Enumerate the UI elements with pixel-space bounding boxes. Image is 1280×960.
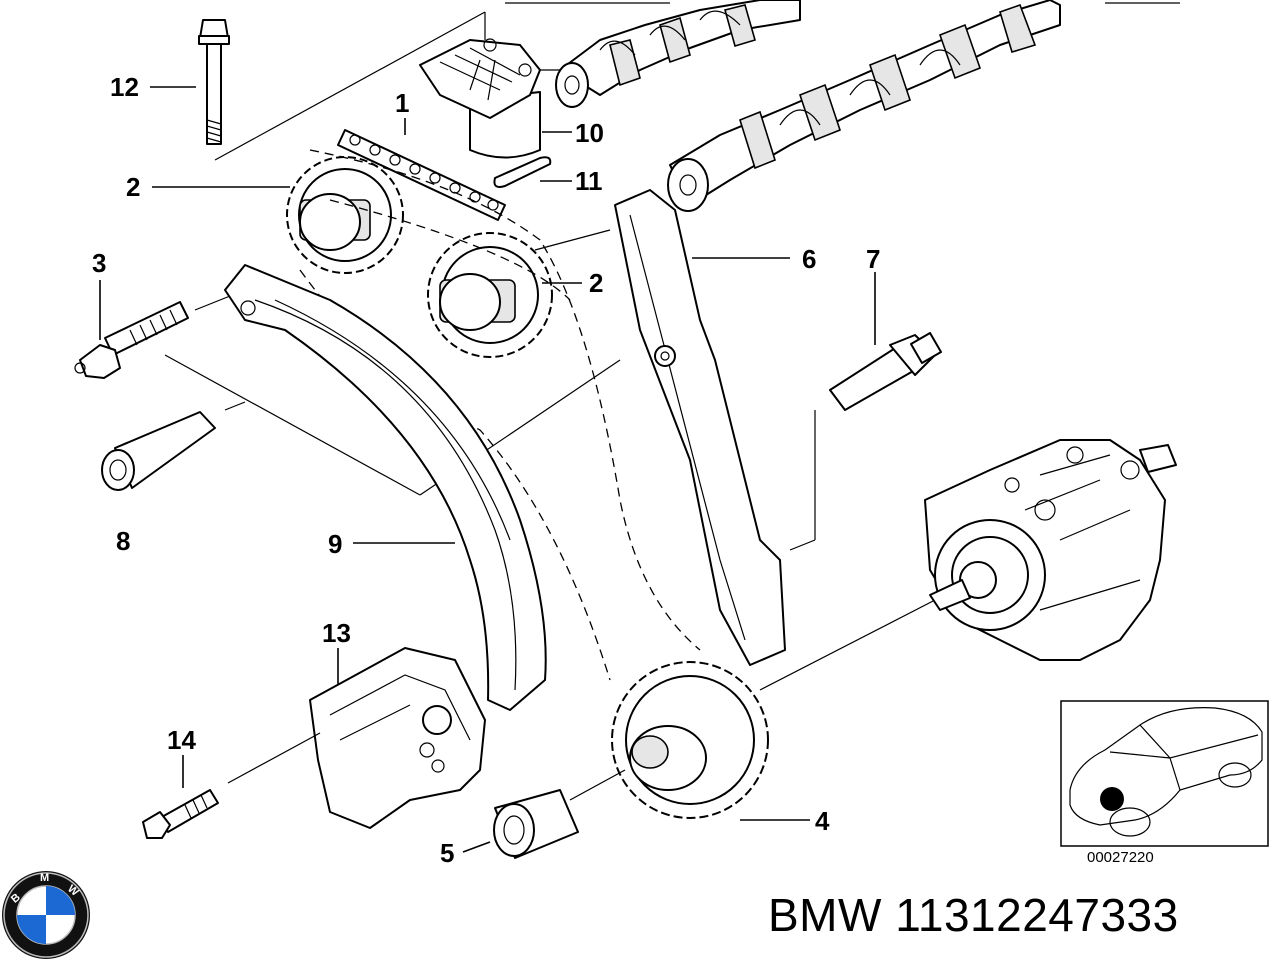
callout-10: 10 (575, 118, 604, 148)
bmw-logo: B M W (2, 871, 90, 959)
chain-path (299, 149, 701, 681)
bolt-7 (789, 331, 943, 551)
camshafts (555, 0, 1061, 212)
guide-rail-6 (614, 189, 786, 666)
callout-11: 11 (575, 166, 603, 196)
bolt-14 (142, 732, 321, 839)
seal-ring-11 (493, 156, 552, 188)
timing-chain-1 (337, 129, 506, 221)
svg-text:M: M (40, 872, 49, 884)
callout-4: 4 (815, 806, 830, 836)
chain-tensioner-10 (419, 38, 541, 159)
callout-labels: 12 1 10 2 11 3 6 7 2 8 9 13 14 4 5 (92, 72, 880, 868)
part-number-title: BMW 11312247333 (768, 889, 1179, 941)
locator-dot (1100, 787, 1124, 811)
callout-2-lower: 2 (589, 268, 603, 298)
car-locator-inset (1060, 700, 1269, 847)
callout-8: 8 (116, 526, 130, 556)
camshaft-upper (555, 0, 801, 108)
pin-8 (101, 411, 216, 491)
callout-5: 5 (440, 838, 454, 868)
callout-2-upper: 2 (126, 172, 140, 202)
bolt-3 (74, 301, 189, 379)
sprocket-2-upper (286, 156, 404, 274)
bolt-12 (198, 19, 230, 145)
callout-12: 12 (110, 72, 139, 102)
callout-6: 6 (802, 244, 816, 274)
figure-id: 00027220 (1087, 849, 1154, 866)
camshaft-lower (667, 0, 1061, 212)
tensioner-rail-9 (224, 264, 547, 711)
callout-14: 14 (167, 725, 196, 755)
sleeve-5 (493, 769, 626, 859)
callout-13: 13 (322, 618, 351, 648)
high-pressure-pump (924, 439, 1177, 661)
callout-9: 9 (328, 529, 342, 559)
bracket-13 (309, 647, 486, 829)
callout-1: 1 (395, 88, 409, 118)
callout-7: 7 (866, 244, 880, 274)
sprocket-2-lower (427, 232, 553, 358)
callout-3: 3 (92, 248, 106, 278)
callout-leaders (99, 86, 876, 853)
sprocket-4 (611, 599, 936, 819)
